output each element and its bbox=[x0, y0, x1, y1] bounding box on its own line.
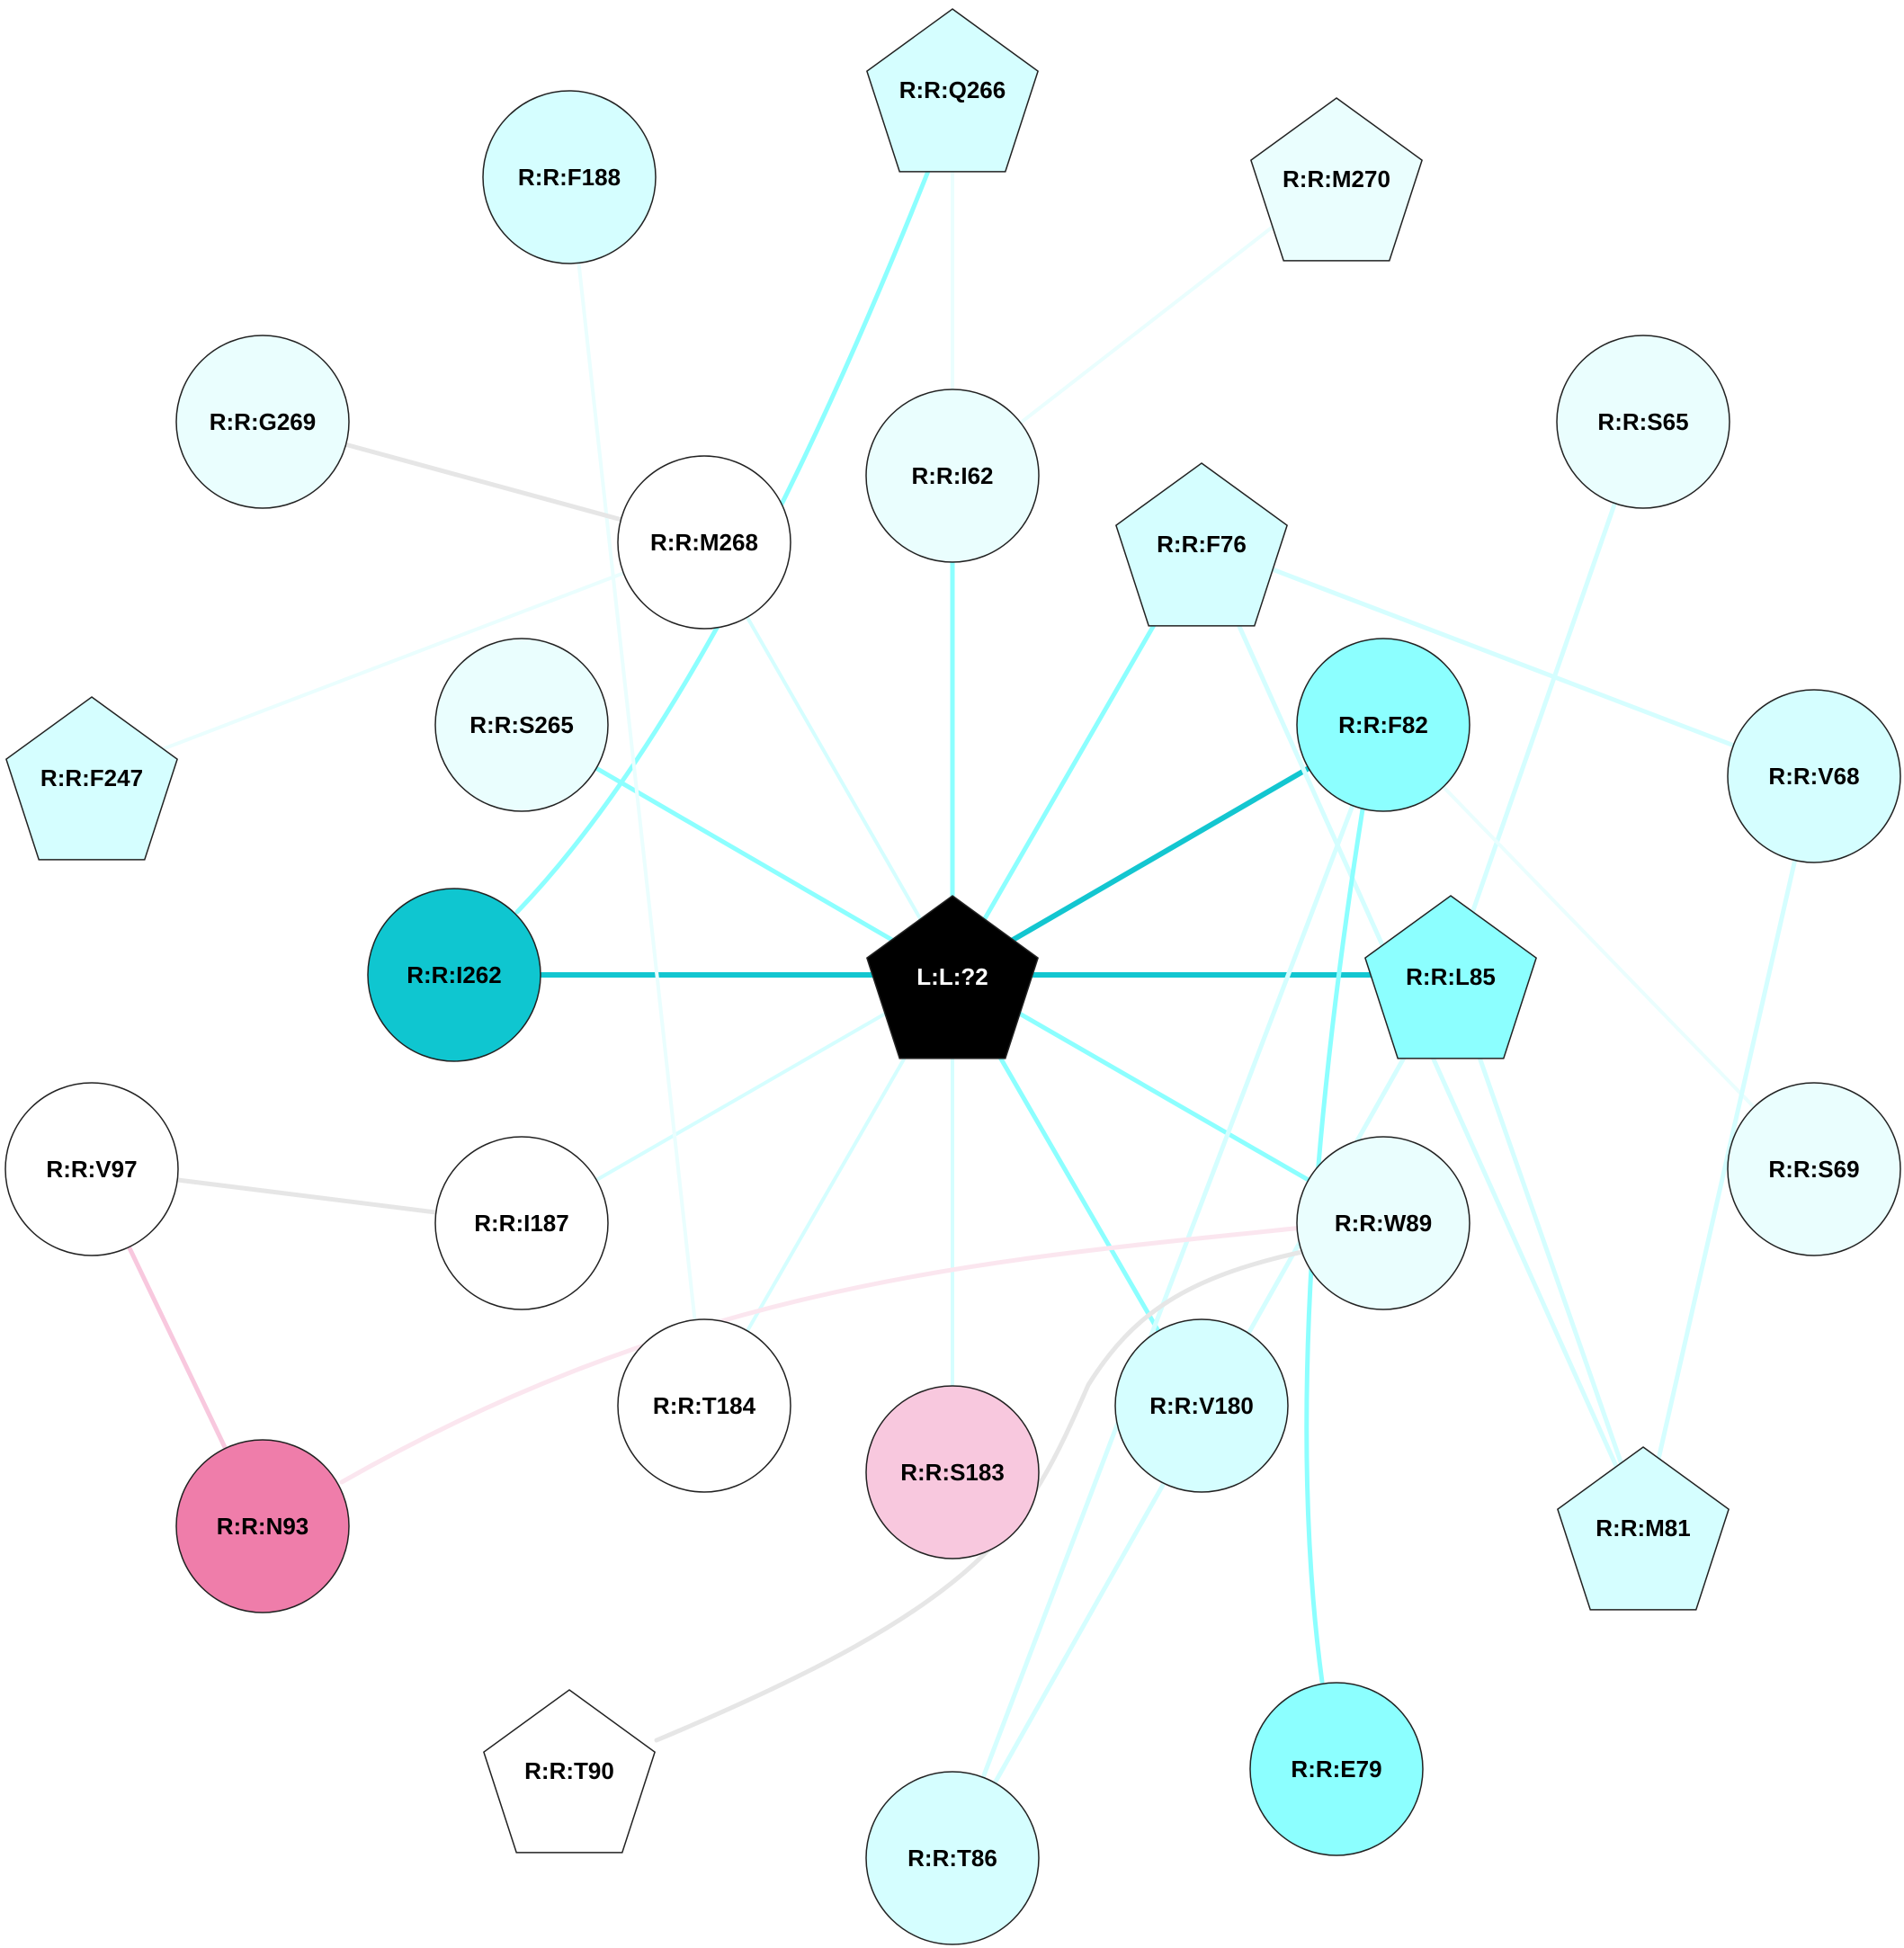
edge-r-r-v68-r-r-m81 bbox=[1640, 773, 1817, 1529]
node-shape bbox=[617, 1318, 791, 1493]
node-shape bbox=[483, 1689, 656, 1854]
node-shape bbox=[1727, 689, 1901, 863]
node-r-r-t90: R:R:T90 bbox=[483, 1689, 656, 1854]
node-shape bbox=[1115, 462, 1288, 627]
edge-r-r-f82-r-r-e79 bbox=[1304, 807, 1365, 1684]
node-label: L:L:?2 bbox=[916, 963, 988, 990]
edge-r-r-w89-r-r-t90 bbox=[654, 1249, 1305, 1743]
edge-r-r-m268-r-r-f247 bbox=[90, 541, 706, 778]
node-label: R:R:E79 bbox=[1291, 1756, 1381, 1783]
node-label: R:R:S265 bbox=[469, 711, 574, 738]
node-r-r-s183: R:R:S183 bbox=[865, 1385, 1040, 1559]
edge-r-r-s65-r-r-l85 bbox=[1448, 419, 1646, 978]
node-label: R:R:V68 bbox=[1768, 763, 1859, 790]
node-r-r-l85: R:R:L85 bbox=[1364, 895, 1537, 1059]
node-label: R:R:V97 bbox=[46, 1156, 137, 1183]
node-shape bbox=[1114, 1318, 1289, 1493]
node-r-r-w89: R:R:W89 bbox=[1296, 1136, 1470, 1310]
node-label: R:R:I187 bbox=[474, 1210, 568, 1237]
node-shape bbox=[434, 638, 609, 812]
node-shape bbox=[1727, 1082, 1901, 1256]
node-label: R:R:S65 bbox=[1597, 408, 1688, 435]
node-label: R:R:Q266 bbox=[899, 76, 1006, 103]
node-label: R:R:I262 bbox=[407, 961, 501, 988]
node-shape bbox=[866, 8, 1039, 173]
node-r-r-m268: R:R:M268 bbox=[617, 455, 791, 630]
node-label: R:R:T86 bbox=[907, 1845, 997, 1872]
node-shape bbox=[1364, 895, 1537, 1059]
node-r-r-s65: R:R:S65 bbox=[1556, 335, 1730, 509]
node-r-r-f247: R:R:F247 bbox=[5, 696, 178, 861]
node-shape bbox=[4, 1082, 179, 1256]
node-shape bbox=[865, 1385, 1040, 1559]
node-shape bbox=[1296, 638, 1470, 812]
node-label: R:R:M268 bbox=[650, 529, 758, 556]
node-shape bbox=[482, 90, 657, 264]
node-label: R:R:S183 bbox=[900, 1459, 1005, 1486]
node-shape bbox=[865, 1771, 1040, 1945]
node-r-r-f82: R:R:F82 bbox=[1296, 638, 1470, 812]
node-r-r-f188: R:R:F188 bbox=[482, 90, 657, 264]
node-label: R:R:W89 bbox=[1335, 1210, 1432, 1237]
node-r-r-e79: R:R:E79 bbox=[1249, 1682, 1424, 1856]
node-r-r-t86: R:R:T86 bbox=[865, 1771, 1040, 1945]
node-r-r-s265: R:R:S265 bbox=[434, 638, 609, 812]
node-r-r-i262: R:R:I262 bbox=[367, 888, 541, 1062]
node-shape bbox=[1557, 1446, 1730, 1611]
node-shape bbox=[617, 455, 791, 630]
node-r-r-n93: R:R:N93 bbox=[175, 1439, 350, 1613]
node-shape bbox=[866, 895, 1039, 1059]
node-l-l-2: L:L:?2 bbox=[866, 895, 1039, 1059]
node-shape bbox=[1250, 97, 1423, 262]
node-r-r-t184: R:R:T184 bbox=[617, 1318, 791, 1493]
node-r-r-s69: R:R:S69 bbox=[1727, 1082, 1901, 1256]
node-shape bbox=[175, 1439, 350, 1613]
node-shape bbox=[175, 335, 350, 509]
node-r-r-v97: R:R:V97 bbox=[4, 1082, 179, 1256]
node-r-r-i62: R:R:I62 bbox=[865, 389, 1040, 563]
node-shape bbox=[367, 888, 541, 1062]
node-r-r-q266: R:R:Q266 bbox=[866, 8, 1039, 173]
node-shape bbox=[434, 1136, 609, 1310]
node-r-r-g269: R:R:G269 bbox=[175, 335, 350, 509]
edge-r-r-n93-r-r-w89 bbox=[339, 1225, 1305, 1485]
node-r-r-v180: R:R:V180 bbox=[1114, 1318, 1289, 1493]
node-label: R:R:V180 bbox=[1149, 1392, 1254, 1419]
node-label: R:R:F76 bbox=[1157, 531, 1247, 558]
node-r-r-f76: R:R:F76 bbox=[1115, 462, 1288, 627]
node-r-r-i187: R:R:I187 bbox=[434, 1136, 609, 1310]
node-label: R:R:F82 bbox=[1338, 711, 1428, 738]
node-label: R:R:N93 bbox=[217, 1513, 309, 1540]
node-label: R:R:I62 bbox=[911, 462, 993, 489]
node-label: R:R:M81 bbox=[1596, 1515, 1690, 1541]
node-r-r-m81: R:R:M81 bbox=[1557, 1446, 1730, 1611]
node-label: R:R:T184 bbox=[653, 1392, 756, 1419]
node-label: R:R:M270 bbox=[1283, 165, 1390, 192]
node-r-r-v68: R:R:V68 bbox=[1727, 689, 1901, 863]
node-label: R:R:T90 bbox=[524, 1757, 614, 1784]
node-shape bbox=[1556, 335, 1730, 509]
node-r-r-m270: R:R:M270 bbox=[1250, 97, 1423, 262]
edge-r-r-l85-r-r-m81 bbox=[1448, 972, 1646, 1529]
node-shape bbox=[1296, 1136, 1470, 1310]
node-label: R:R:G269 bbox=[210, 408, 316, 435]
edge-r-r-f82-r-r-t86 bbox=[950, 722, 1386, 1861]
node-label: R:R:F247 bbox=[40, 764, 143, 791]
node-label: R:R:F188 bbox=[518, 164, 621, 191]
edge-r-r-f188-r-r-t184 bbox=[568, 175, 706, 1407]
node-label: R:R:L85 bbox=[1406, 963, 1496, 990]
node-shape bbox=[1249, 1682, 1424, 1856]
edge-r-r-f76-r-r-v68 bbox=[1199, 540, 1817, 779]
node-shape bbox=[865, 389, 1040, 563]
node-shape bbox=[5, 696, 178, 861]
node-label: R:R:S69 bbox=[1768, 1156, 1859, 1183]
